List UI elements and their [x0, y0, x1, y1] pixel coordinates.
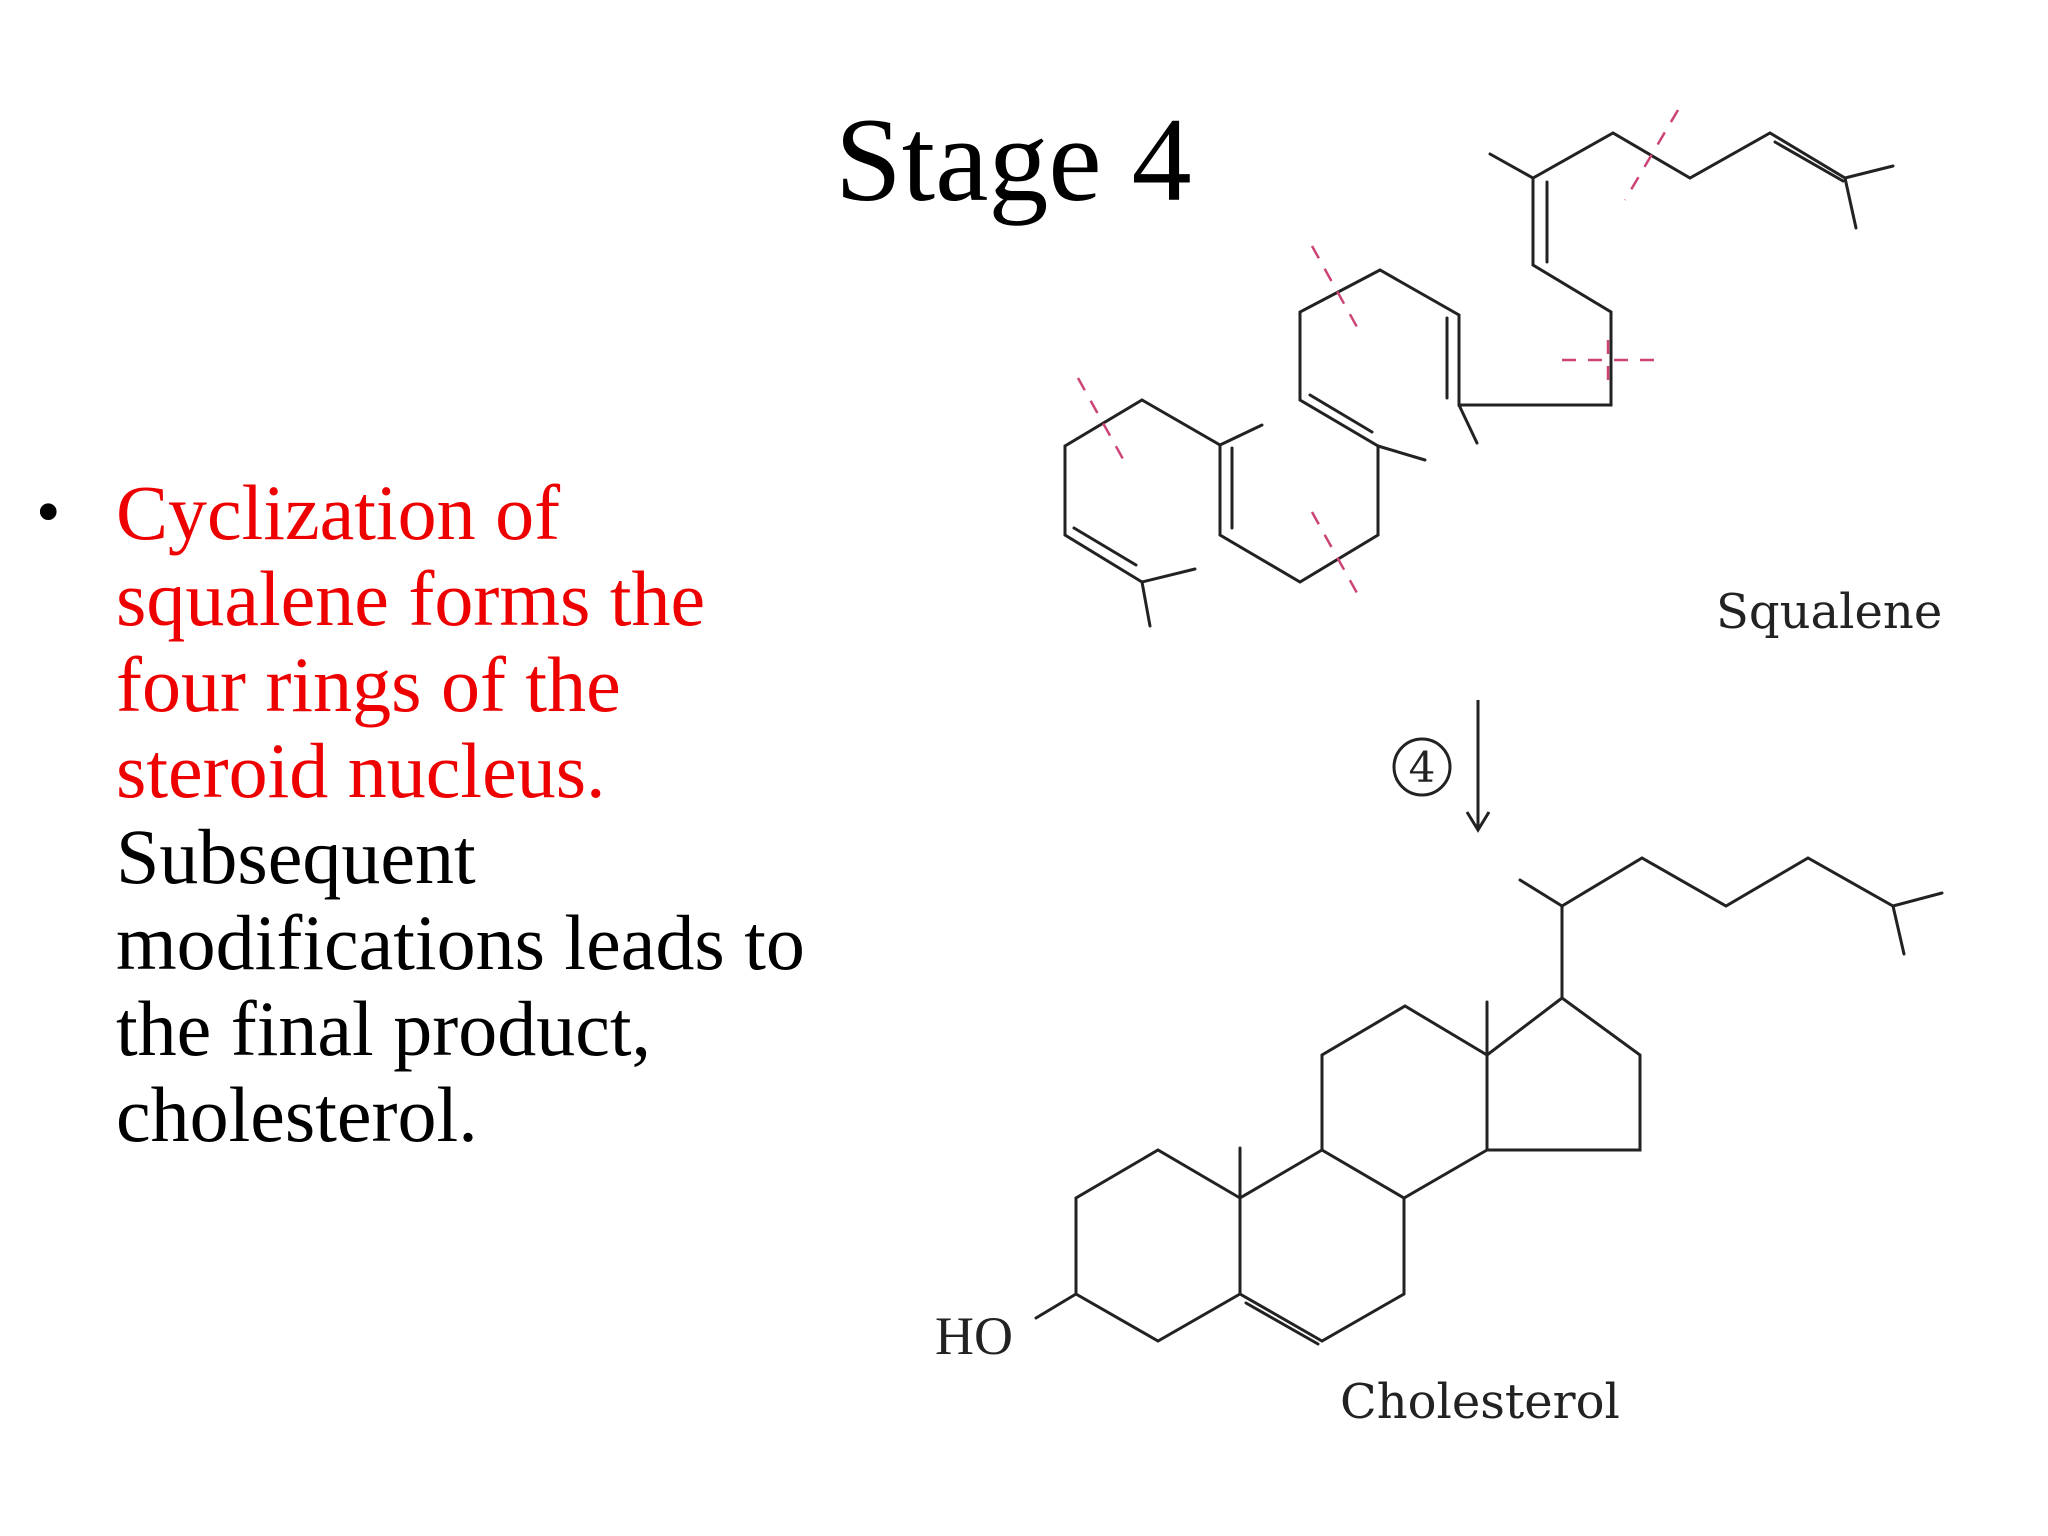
bullet-red-line: four rings of the	[116, 641, 621, 728]
bullet-red-line: Cyclization of	[116, 469, 561, 556]
squalene-structure	[1063, 131, 1895, 628]
step-number: 4	[1409, 743, 1436, 792]
bullet-dot: •	[36, 474, 61, 551]
bullet-black-line: Subsequent	[116, 813, 476, 900]
squalene-label: Squalene	[1716, 584, 1942, 640]
cholesterol-label: Cholesterol	[1340, 1374, 1620, 1430]
bullet-black-line: cholesterol.	[116, 1071, 478, 1158]
cholesterol-structure	[1034, 856, 1944, 1346]
slide-title: Stage 4	[835, 93, 1192, 226]
bullet-red-line: steroid nucleus.	[116, 727, 606, 814]
step-marker: 4	[1392, 737, 1452, 797]
bullet-black-line: the final product,	[116, 985, 651, 1072]
hydroxyl-label: HO	[935, 1306, 1013, 1366]
reaction-arrow	[1465, 700, 1491, 833]
bullet-black-line: modifications leads to	[116, 899, 805, 986]
cleavage-marks	[1076, 109, 1680, 603]
bullet-text: Cyclization of squalene forms the four r…	[116, 470, 876, 1158]
bullet-red-line: squalene forms the	[116, 555, 706, 642]
